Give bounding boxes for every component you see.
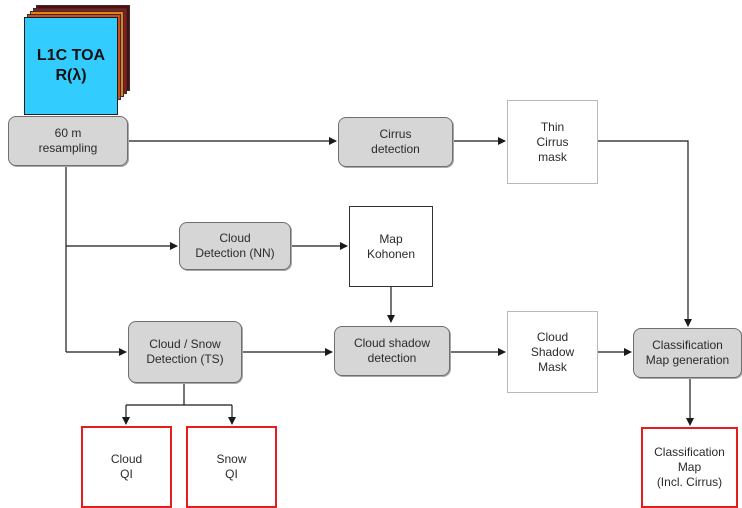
classification-map-generation-node: Classification Map generation [633,328,742,378]
arrow-thin-cirrus-mask-to-classification [598,140,692,327]
resampling-node: 60 m resampling [8,116,128,166]
cloud-detection-nn-node: Cloud Detection (NN) [179,222,291,270]
cloud-qi-output: Cloud QI [81,426,172,508]
classification-map-output: Classification Map (Incl. Cirrus) [641,427,738,508]
cirrus-detection-node: Cirrus detection [338,117,453,167]
l1c-toa-input: L1C TOA R(λ) [24,17,118,115]
cloud-shadow-mask-node: Cloud Shadow Mask [507,311,598,393]
thin-cirrus-mask-node: Thin Cirrus mask [507,100,598,184]
cloud-snow-detection-node: Cloud / Snow Detection (TS) [128,321,242,383]
snow-qi-output: Snow QI [186,426,277,508]
cloud-shadow-detection-node: Cloud shadow detection [334,326,450,376]
map-kohonen-node: Map Kohonen [349,206,433,287]
